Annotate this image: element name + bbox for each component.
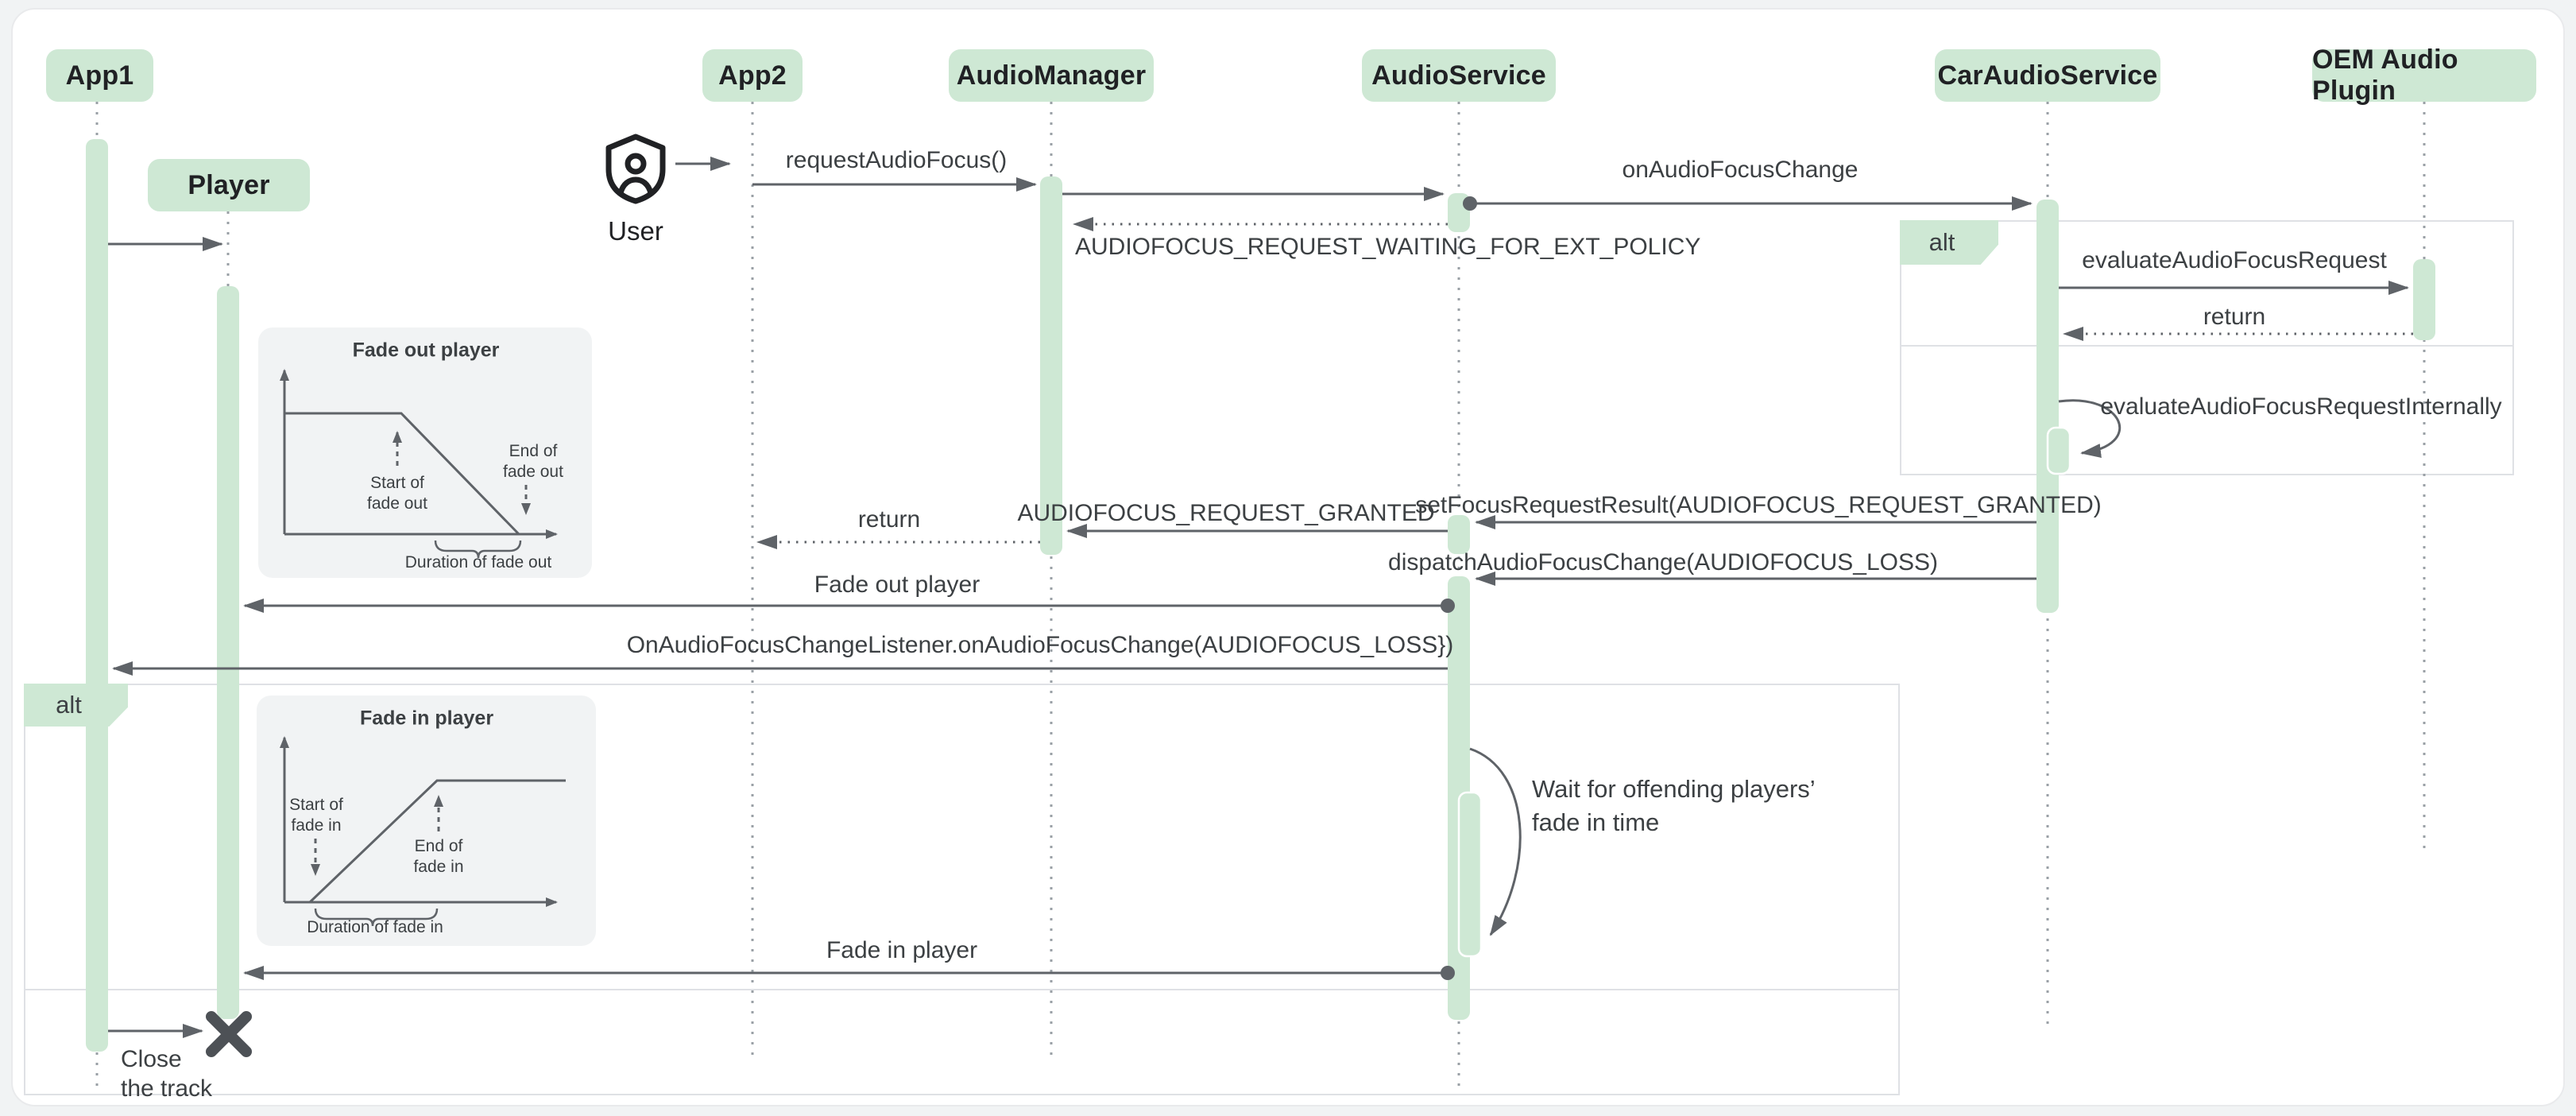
message-label-on-audio-focus-change: onAudioFocusChange bbox=[1622, 157, 1859, 183]
fade-in-end-label: End of fade in bbox=[413, 836, 463, 878]
fade-in-duration-label: Duration of fade in bbox=[307, 918, 443, 936]
message-origin-dot bbox=[1441, 966, 1455, 980]
close-track-line2: the track bbox=[121, 1075, 213, 1102]
label-line: End of bbox=[414, 837, 463, 855]
fade-out-end-label: End of fade out bbox=[503, 441, 563, 482]
activation-player bbox=[217, 286, 239, 1019]
message-origin-dot bbox=[1441, 599, 1455, 613]
fade-in-curve bbox=[308, 779, 566, 904]
fade-in-chart bbox=[280, 736, 566, 927]
message-origin-dot bbox=[1463, 196, 1477, 211]
wait-note: Wait for offending players’ fade in time bbox=[1532, 773, 1816, 839]
user-actor-label: User bbox=[608, 216, 663, 246]
destroy-x-icon bbox=[206, 1011, 252, 1057]
message-label-waiting-ext-policy: AUDIOFOCUS_REQUEST_WAITING_FOR_EXT_POLIC… bbox=[1075, 234, 1701, 260]
fade-out-curve bbox=[284, 412, 520, 536]
label-line: fade out bbox=[503, 463, 563, 481]
label-line: Start of bbox=[370, 474, 424, 492]
participant-audioservice: AudioService bbox=[1362, 49, 1556, 102]
shield-person-icon bbox=[605, 134, 666, 204]
participant-caraudioservice: CarAudioService bbox=[1935, 49, 2160, 102]
label-line: Start of bbox=[289, 796, 343, 814]
duration-brace bbox=[314, 908, 439, 927]
participant-app1: App1 bbox=[46, 49, 153, 102]
duration-brace bbox=[434, 540, 522, 559]
fade-in-inset-title: Fade in player bbox=[359, 707, 494, 730]
activation-audiomanager bbox=[1040, 176, 1062, 555]
message-label-fade-in-player: Fade in player bbox=[826, 937, 978, 963]
message-label-request-granted: AUDIOFOCUS_REQUEST_GRANTED bbox=[1017, 500, 1435, 526]
fade-out-chart bbox=[280, 369, 558, 559]
fade-out-duration-label: Duration of fade out bbox=[404, 553, 552, 572]
activation-audioservice-2 bbox=[1448, 515, 1470, 554]
alt-fragment-label: alt bbox=[24, 684, 128, 727]
label-line: fade in bbox=[413, 858, 464, 876]
alt-fragment-divider bbox=[25, 989, 1898, 990]
message-label-evaluate-internally: evaluateAudioFocusRequestInternally bbox=[2100, 393, 2502, 420]
alt-fragment-car-audio: alt bbox=[1900, 220, 2514, 475]
self-call-evaluate-internally bbox=[2058, 399, 2122, 458]
activation-audioservice-wait bbox=[1457, 791, 1483, 958]
alt-fragment-label: alt bbox=[1900, 220, 1998, 265]
message-label-fade-out-player: Fade out player bbox=[814, 572, 981, 598]
message-label-evaluate-return: return bbox=[2203, 304, 2266, 330]
alt-fragment-fade-in: alt bbox=[24, 684, 1900, 1095]
wait-note-line1: Wait for offending players’ bbox=[1532, 775, 1816, 803]
fade-out-inset-card bbox=[258, 327, 592, 578]
participant-player: Player bbox=[148, 159, 310, 211]
label-line: End of bbox=[509, 442, 558, 460]
alt-fragment-divider bbox=[1901, 345, 2512, 347]
fade-in-start-label: Start of fade in bbox=[289, 795, 343, 836]
fade-in-inset-card bbox=[257, 696, 596, 946]
message-label-evaluate-focus-request: evaluateAudioFocusRequest bbox=[2082, 247, 2387, 273]
message-label-manager-return: return bbox=[857, 506, 921, 533]
message-label-set-focus-result: setFocusRequestResult(AUDIOFOCUS_REQUEST… bbox=[1415, 492, 2102, 518]
wait-note-line2: fade in time bbox=[1532, 808, 1660, 836]
activation-oem-plugin bbox=[2413, 259, 2435, 340]
message-label-dispatch-focus-change: dispatchAudioFocusChange(AUDIOFOCUS_LOSS… bbox=[1388, 549, 1938, 575]
label-line: fade out bbox=[367, 494, 427, 513]
label-line: fade in bbox=[291, 816, 342, 835]
activation-app1 bbox=[86, 139, 108, 1052]
message-label-listener-focus-change: OnAudioFocusChangeListener.onAudioFocusC… bbox=[626, 632, 1454, 658]
message-label-request-audio-focus: requestAudioFocus() bbox=[785, 147, 1008, 173]
participant-audiomanager: AudioManager bbox=[949, 49, 1154, 102]
activation-caraudioservice-nested bbox=[2046, 426, 2071, 475]
close-track-note: Close the track bbox=[121, 1044, 212, 1103]
participant-app2: App2 bbox=[702, 49, 803, 102]
fade-out-start-label: Start of fade out bbox=[367, 473, 427, 514]
close-track-line1: Close bbox=[121, 1046, 182, 1072]
fade-out-inset-title: Fade out player bbox=[352, 339, 500, 362]
activation-caraudioservice bbox=[2036, 200, 2059, 613]
self-call-wait-fade-in bbox=[1469, 747, 1522, 936]
participant-oem-plugin: OEM Audio Plugin bbox=[2312, 45, 2536, 106]
